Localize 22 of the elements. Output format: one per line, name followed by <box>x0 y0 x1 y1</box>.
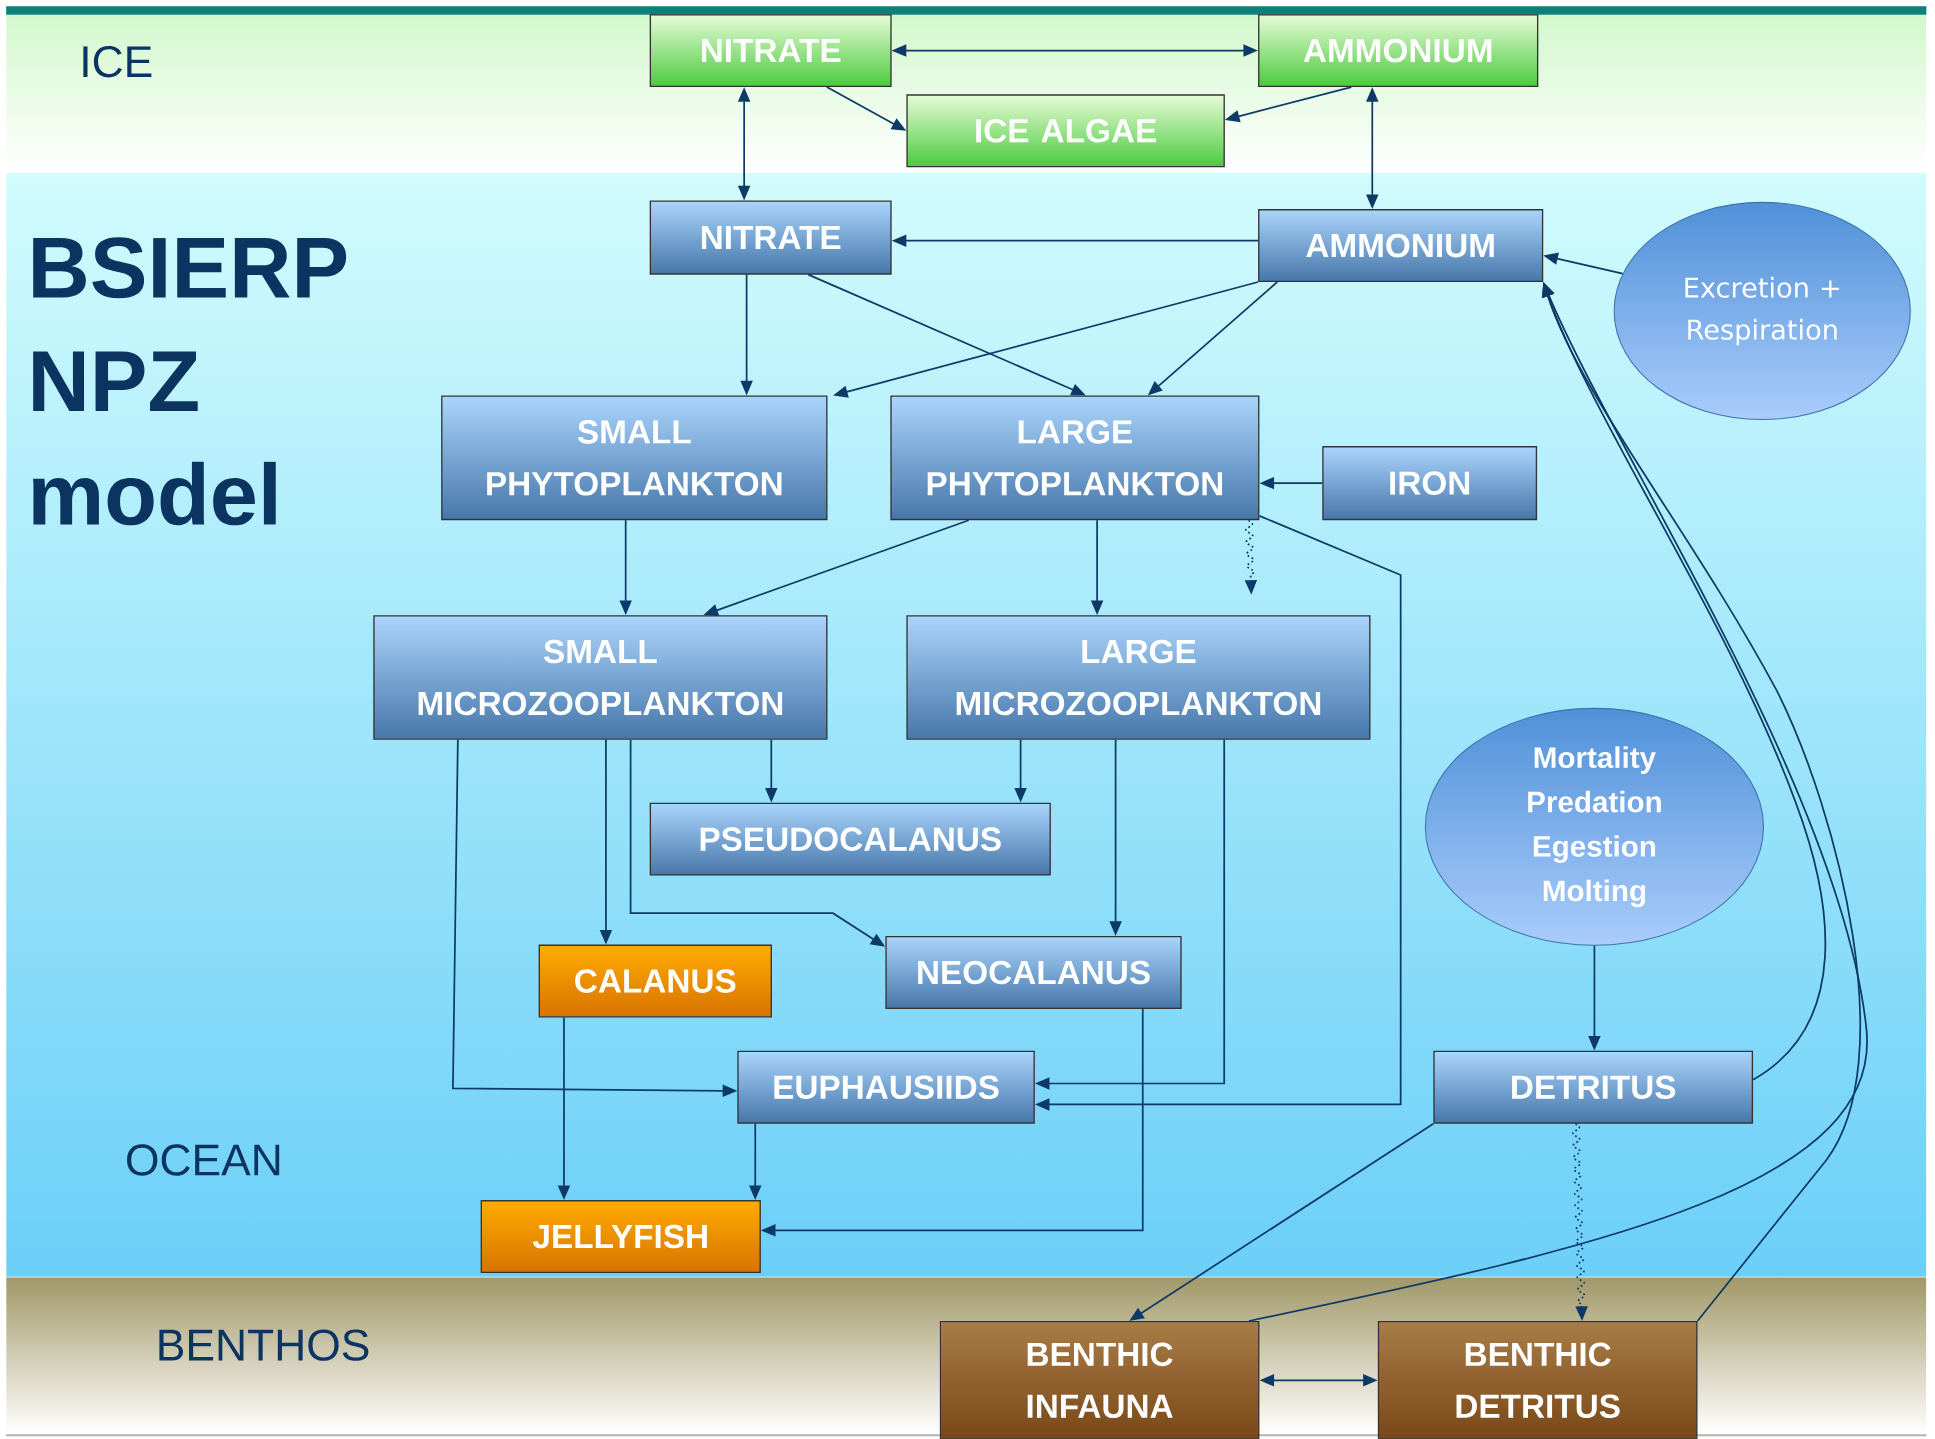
process-box: JELLYFISH <box>480 1200 761 1274</box>
process-box: SMALL MICROZOOPLANKTON <box>373 615 828 740</box>
process-box: EUPHAUSIIDS <box>737 1050 1035 1124</box>
process-box: PSEUDOCALANUS <box>649 802 1051 876</box>
process-box: LARGE PHYTOPLANKTON <box>890 395 1260 521</box>
process-box: BENTHIC DETRITUS <box>1377 1321 1698 1439</box>
zone-label: ICE <box>83 46 152 78</box>
process-box: BENTHIC INFAUNA <box>939 1321 1260 1439</box>
process-box: LARGE MICROZOOPLANKTON <box>906 615 1371 740</box>
process-box: SMALL PHYTOPLANKTON <box>441 395 828 521</box>
process-box: NEOCALANUS <box>885 936 1182 1009</box>
zone-label: BENTHOS <box>159 1329 369 1361</box>
process-box: NITRATE <box>649 14 892 88</box>
process-box: NITRATE <box>649 200 892 275</box>
process-box: IRON <box>1322 446 1538 521</box>
process-box: ICE ALGAE <box>906 94 1225 168</box>
process-box: AMMONIUM <box>1258 209 1544 283</box>
process-box: AMMONIUM <box>1258 14 1539 88</box>
process-box: DETRITUS <box>1433 1050 1754 1124</box>
title: BSIERP NPZ model <box>33 237 347 526</box>
process-box: CALANUS <box>538 944 772 1018</box>
zone-label: OCEAN <box>127 1144 280 1176</box>
